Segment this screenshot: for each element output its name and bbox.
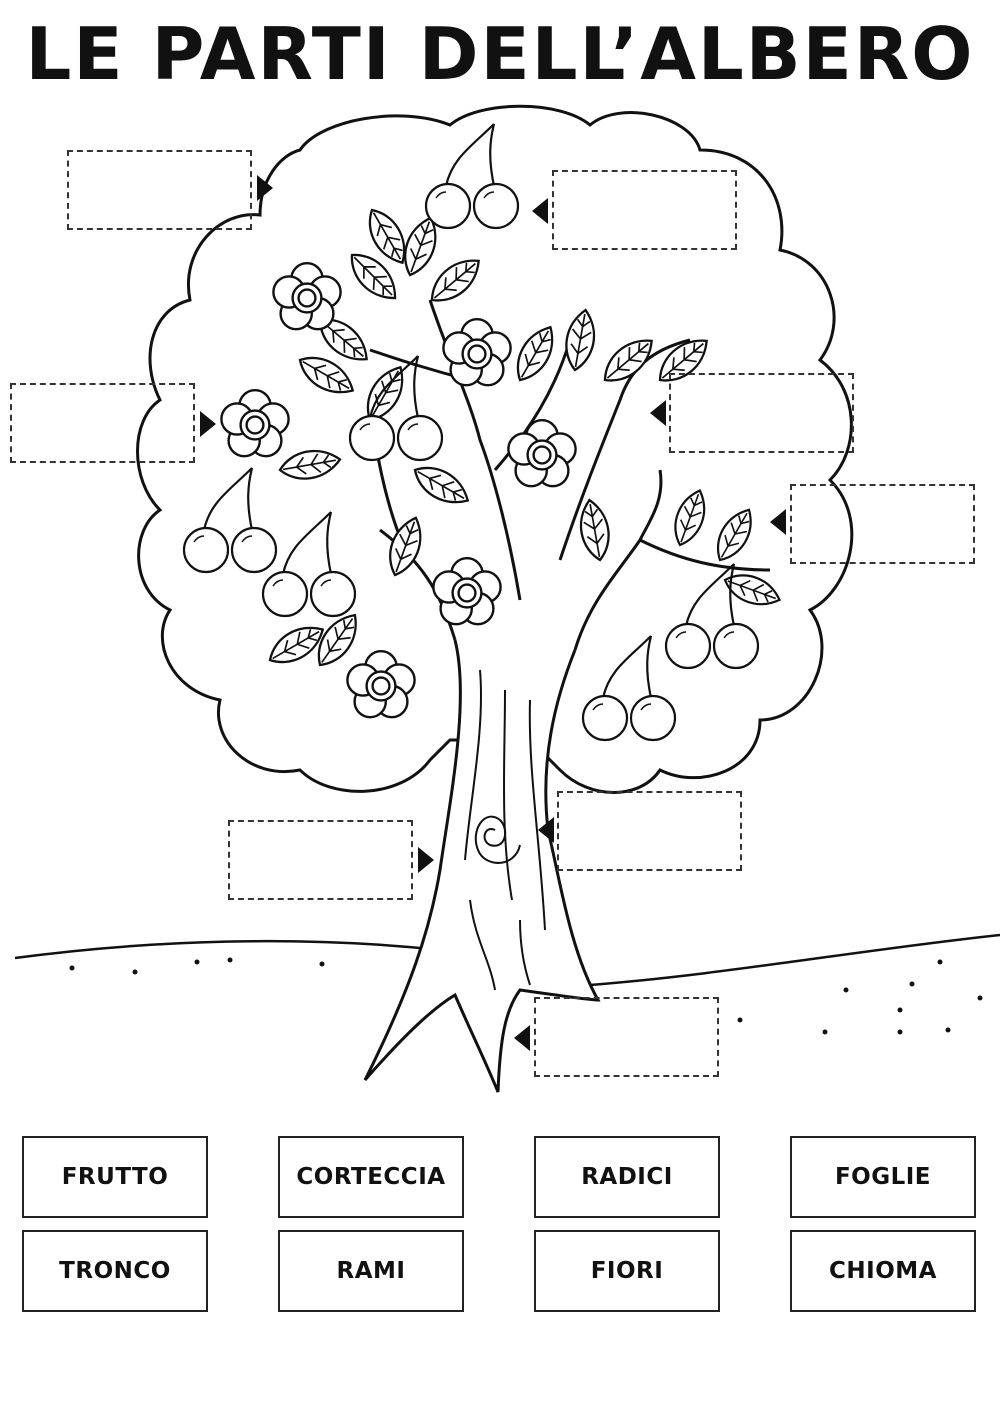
- word-card-fiori[interactable]: FIORI: [534, 1230, 720, 1312]
- word-card-foglie[interactable]: FOGLIE: [790, 1136, 976, 1218]
- drop-zone[interactable]: [557, 791, 742, 871]
- drop-zone[interactable]: [669, 373, 854, 453]
- page-title: LE PARTI DELL’ALBERO: [25, 12, 975, 96]
- trunk-swirl: [474, 815, 521, 864]
- drop-zone[interactable]: [67, 150, 252, 230]
- word-card-chioma[interactable]: CHIOMA: [790, 1230, 976, 1312]
- word-card-rami[interactable]: RAMI: [278, 1230, 464, 1312]
- ground-dots: [69, 957, 983, 1035]
- arrow-left-icon: [514, 1025, 530, 1051]
- drop-zone[interactable]: [552, 170, 737, 250]
- word-card-radici[interactable]: RADICI: [534, 1136, 720, 1218]
- drop-zone[interactable]: [228, 820, 413, 900]
- arrow-right-icon: [418, 847, 434, 873]
- drop-zone[interactable]: [10, 383, 195, 463]
- trunk: [363, 639, 601, 1093]
- word-card-corteccia[interactable]: CORTECCIA: [278, 1136, 464, 1218]
- drop-zone[interactable]: [790, 484, 975, 564]
- branches: [369, 299, 771, 651]
- word-card-tronco[interactable]: TRONCO: [22, 1230, 208, 1312]
- drop-zone[interactable]: [534, 997, 719, 1077]
- word-card-frutto[interactable]: FRUTTO: [22, 1136, 208, 1218]
- ground-line: [14, 933, 1000, 987]
